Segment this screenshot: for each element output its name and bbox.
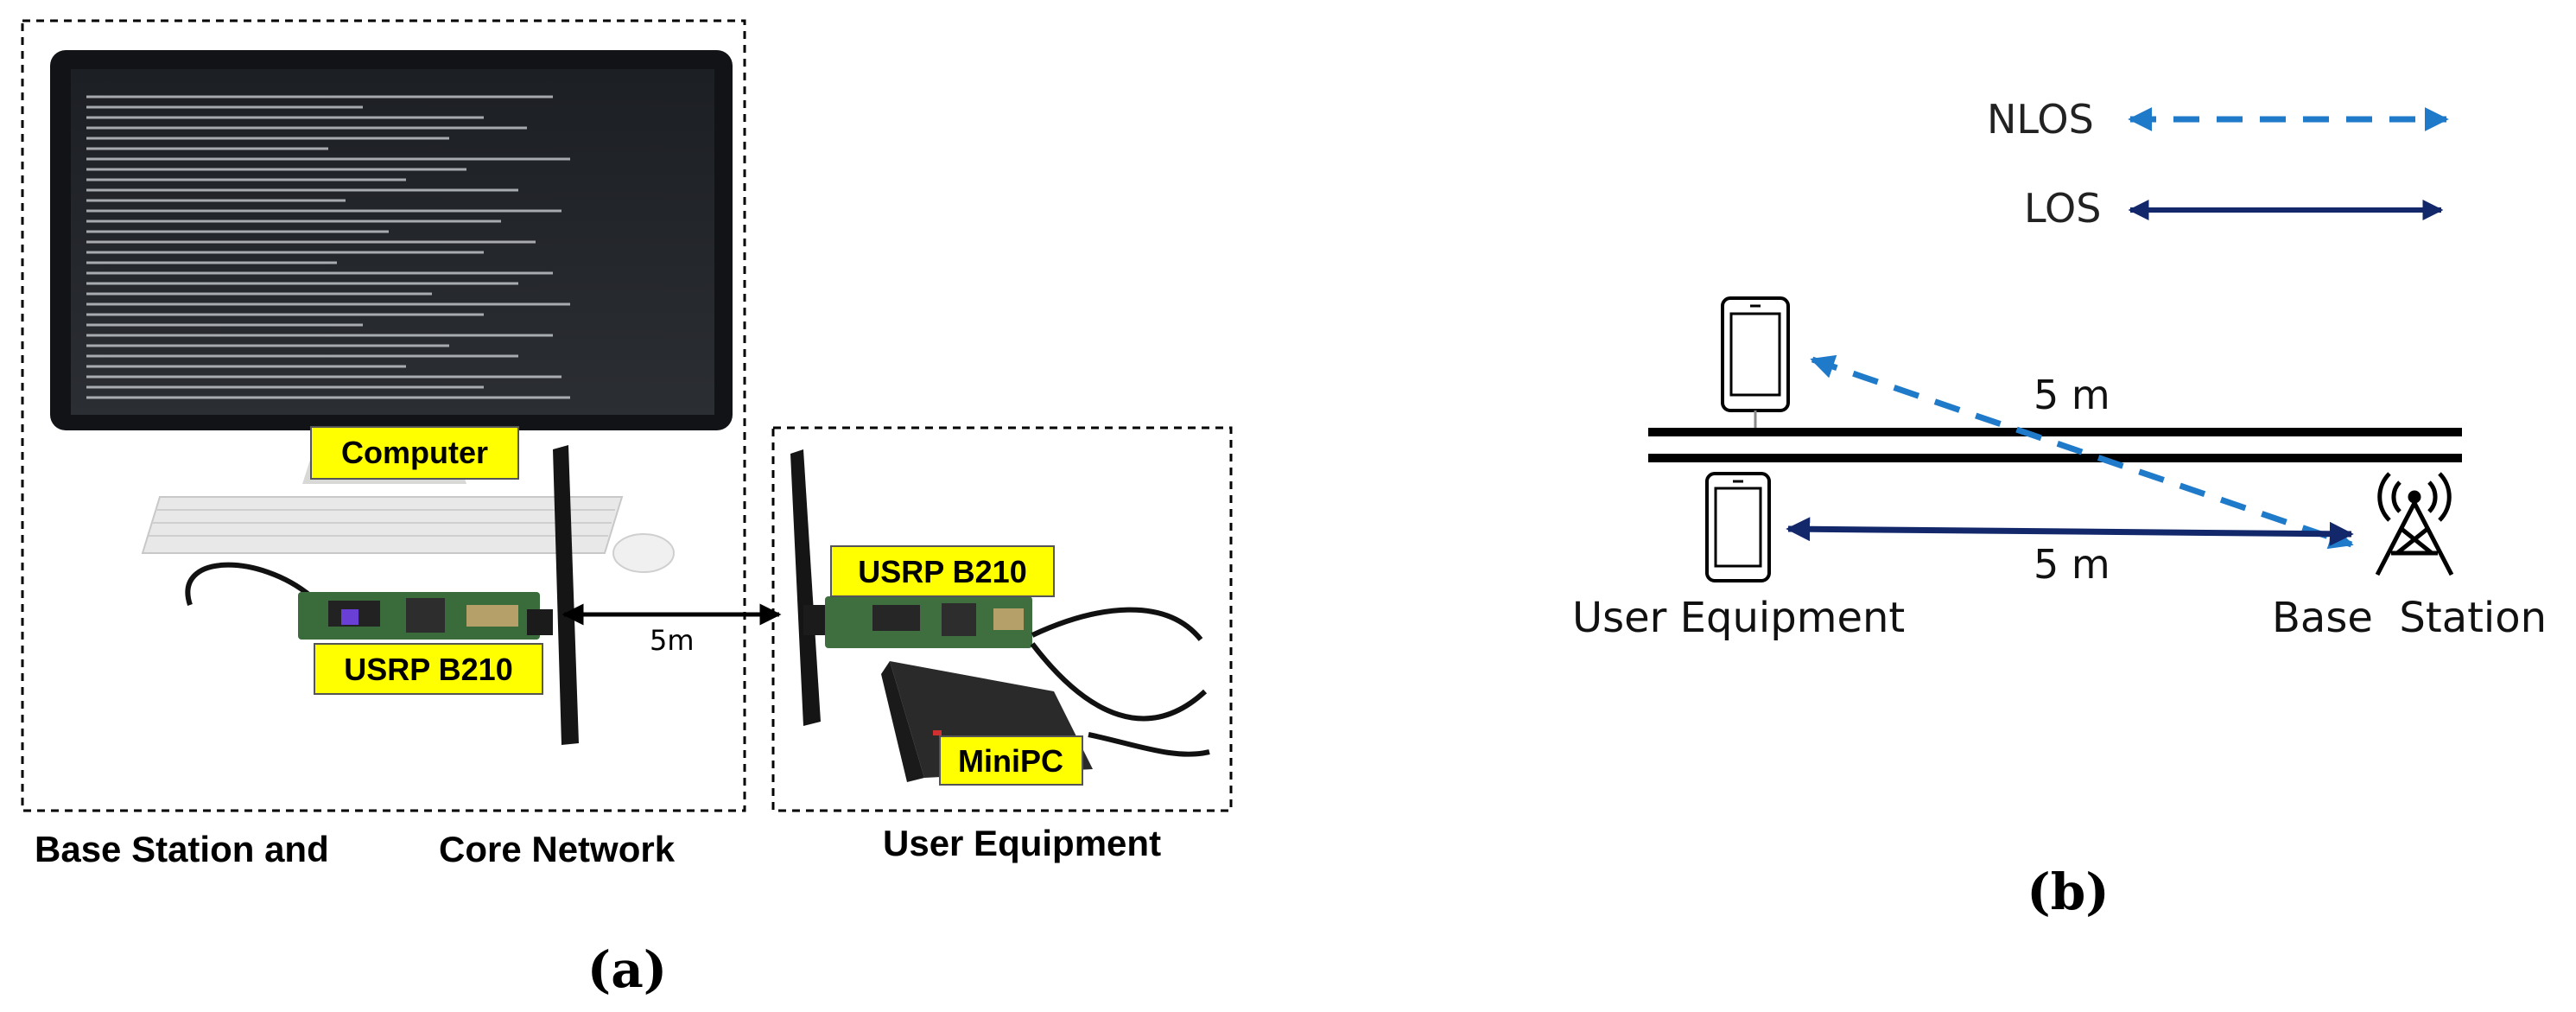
usrp-left-label: USRP B210 <box>314 643 543 695</box>
panel-a: 5m Computer USRP B210 USRP B210 MiniPC B… <box>21 19 1233 999</box>
nlos-path-arrow <box>1810 354 2354 550</box>
core-network-caption: Core Network <box>439 829 676 869</box>
nlos-legend-label: NLOS <box>1987 96 2094 143</box>
panel-a-letter: (a) <box>587 940 667 999</box>
cell-tower-icon <box>2375 472 2454 576</box>
terminal-text-lines <box>86 95 570 399</box>
phone-icon-nlos <box>1721 296 1790 428</box>
los-legend-label: LOS <box>2024 185 2101 232</box>
user-equipment-caption: User Equipment <box>883 823 1161 863</box>
usrp-right-photo <box>790 449 1208 726</box>
usrp-right-label: USRP B210 <box>830 545 1055 597</box>
nlos-distance-label: 5 m <box>2034 372 2110 418</box>
distance-label: 5m <box>650 624 695 657</box>
computer-photo <box>50 50 733 573</box>
computer-label: Computer <box>310 426 519 480</box>
base-station-box <box>21 19 746 812</box>
panel-b-letter: (b) <box>2027 862 2109 921</box>
user-equipment-box <box>771 426 1233 812</box>
svg-text:MiniPC: MiniPC <box>958 743 1063 779</box>
base-station-caption: Base Station and <box>35 829 329 869</box>
usrp-left-photo <box>185 445 579 745</box>
los-distance-label: 5 m <box>2034 541 2110 588</box>
user-equipment-label: User Equipment <box>1572 594 1905 642</box>
minipc-label: MiniPC <box>939 735 1083 786</box>
phone-icon-los <box>1705 472 1771 582</box>
svg-text:USRP B210: USRP B210 <box>344 652 512 687</box>
svg-text:Computer: Computer <box>341 435 488 470</box>
los-path-arrow <box>1786 517 2354 546</box>
base-station-label: Base Station <box>2272 594 2547 642</box>
panel-b: NLOS LOS <box>1572 96 2547 921</box>
svg-text:USRP B210: USRP B210 <box>858 554 1026 589</box>
